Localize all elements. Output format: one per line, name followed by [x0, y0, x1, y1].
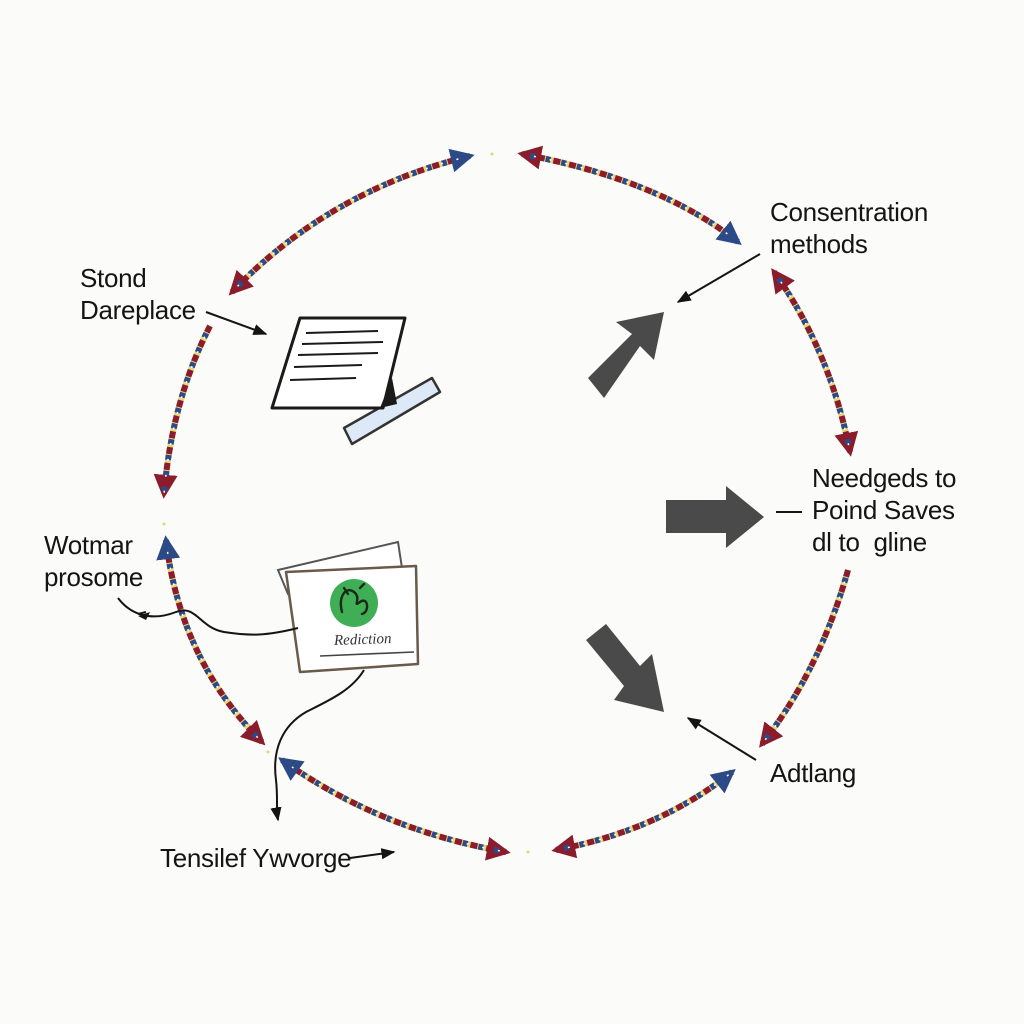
ring-segment-right-lower	[759, 569, 851, 748]
ring-gap-dot	[266, 750, 270, 754]
ring-segment-bottom-left	[278, 757, 511, 861]
ring-segment-left-lower	[156, 535, 266, 746]
green-badge-icon	[330, 579, 378, 627]
block-arrow-upper	[588, 312, 664, 398]
label-needgeds-to-poind-saves: Needgeds to Poind Saves dl to gline	[812, 463, 957, 557]
ring-segment-top-left	[228, 148, 475, 296]
note-with-badge-icon	[276, 540, 420, 674]
cycle-ring	[153, 145, 859, 861]
block-arrow-middle	[666, 486, 764, 548]
ring-gap-dot	[490, 152, 494, 156]
ring-gap-dot	[162, 522, 166, 526]
note-caption: Rediction	[333, 631, 392, 649]
ring-segment-right-upper	[771, 268, 859, 457]
label-consentration-methods: Consentration methods	[770, 197, 928, 259]
label-stond-dareplace: Stond Dareplace	[80, 263, 196, 325]
block-arrow-lower	[586, 624, 664, 712]
ring-gap-dot	[526, 850, 530, 854]
label-wotmar-prosome: Wotmar prosome	[44, 530, 144, 592]
ring-segment-left-upper	[153, 324, 213, 499]
label-tensilef-ywvorge: Tensilef Ywvorge	[160, 843, 352, 873]
document-icon	[270, 316, 442, 446]
label-adtlang: Adtlang	[770, 758, 857, 788]
leader-lines	[117, 253, 802, 860]
ring-segment-bottom-right	[551, 768, 736, 859]
ring-segment-top-right	[517, 145, 742, 245]
